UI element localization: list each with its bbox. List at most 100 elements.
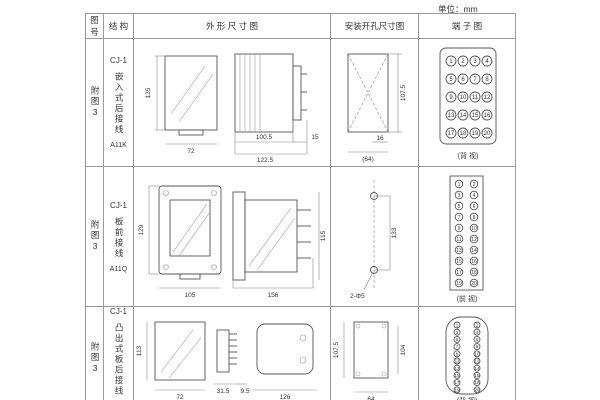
header-outline: 外 形 尺 寸 图 bbox=[133, 13, 331, 39]
dim-label: 133 bbox=[391, 227, 398, 238]
terminal-circle bbox=[469, 201, 478, 210]
structure-label: 凸出式板后接线 bbox=[114, 323, 125, 397]
terminal-number: 17 bbox=[454, 380, 460, 385]
terminal-number: 12 bbox=[483, 95, 490, 101]
terminal-number: 9 bbox=[455, 351, 458, 356]
terminal-number: 6 bbox=[461, 77, 465, 83]
dim-label: 122.5 bbox=[256, 157, 273, 164]
terminal-number: 19 bbox=[456, 280, 462, 286]
unit-label: 单位：mm bbox=[438, 4, 478, 14]
terminal-circle bbox=[457, 73, 468, 84]
fig-cell: 附图3 bbox=[85, 38, 104, 167]
terminal-number: 1 bbox=[455, 322, 458, 327]
dim-label: 16 bbox=[376, 135, 384, 142]
spec-table: 图 号 结 构 外 形 尺 寸 图 安装开孔尺寸图 端 子 图 附图3 CJ-1… bbox=[85, 13, 516, 400]
terminal-number: 16 bbox=[483, 113, 490, 119]
terminal-number: 9 bbox=[449, 95, 453, 101]
dim-label: 9.5 bbox=[240, 388, 249, 395]
terminal-circle bbox=[453, 321, 460, 329]
terminal-number: 2 bbox=[475, 322, 478, 327]
model-label: CJ-1 bbox=[110, 200, 127, 210]
dim-label: 105 bbox=[184, 292, 195, 299]
front-view bbox=[154, 321, 205, 381]
terminal-view-label: (背 视) bbox=[456, 396, 477, 400]
terminal-number: 18 bbox=[474, 380, 480, 385]
dim-label: 31.5 bbox=[216, 388, 229, 395]
connector-view bbox=[216, 329, 237, 373]
terminal-number: 6 bbox=[472, 203, 475, 209]
terminal-number: 20 bbox=[483, 131, 490, 137]
terminal-circle bbox=[469, 179, 478, 188]
fig-label: 附图3 bbox=[90, 342, 101, 376]
dim-label: 107.5 bbox=[333, 341, 340, 358]
terminal-circle bbox=[473, 335, 480, 343]
terminal-circle bbox=[469, 212, 478, 221]
terminal-circle bbox=[469, 234, 478, 243]
dim-label: 113 bbox=[136, 345, 143, 356]
terminal-number: 3 bbox=[473, 59, 477, 65]
code-label: A11K bbox=[110, 142, 127, 149]
mounting-drawing-cell: 107.5 16 (64) bbox=[330, 38, 419, 167]
terminal-circle bbox=[454, 179, 463, 188]
terminal-number: 4 bbox=[485, 59, 489, 65]
dim-label: 15 bbox=[311, 134, 319, 141]
terminal-circle bbox=[469, 267, 478, 276]
terminal-circle bbox=[445, 127, 456, 138]
terminal-circle bbox=[453, 342, 460, 350]
terminal-number: 5 bbox=[449, 77, 453, 83]
dim-label: 64 bbox=[367, 396, 375, 400]
terminal-circle bbox=[469, 55, 480, 66]
terminal-number: 10 bbox=[459, 95, 466, 101]
header-fig-no: 图 号 bbox=[85, 13, 104, 39]
outline-drawing-cell: 113 72 31.5 9.5 bbox=[133, 306, 331, 400]
terminal-number: 3 bbox=[457, 192, 460, 198]
structure-label: 嵌入式后接线 bbox=[114, 72, 125, 135]
dim-label: 107.5 bbox=[400, 84, 407, 101]
terminal-circle bbox=[454, 267, 463, 276]
terminal-number: 7 bbox=[455, 344, 458, 349]
terminal-circle bbox=[445, 109, 456, 120]
terminal-number: 15 bbox=[456, 258, 462, 264]
terminal-circle bbox=[469, 256, 478, 265]
structure-cell: CJ-1 板前接线 A11Q bbox=[103, 166, 134, 307]
dim-label: 104 bbox=[400, 344, 407, 355]
terminal-view-label: (前 视) bbox=[456, 294, 477, 303]
terminal-number: 7 bbox=[473, 77, 477, 83]
terminal-number: 1 bbox=[449, 59, 453, 65]
terminal-circle bbox=[445, 55, 456, 66]
terminal-number: 20 bbox=[471, 280, 477, 286]
outline-drawing-cell: 129 105 15 bbox=[133, 166, 331, 307]
terminal-number: 12 bbox=[474, 358, 480, 363]
table-row: 附图3 CJ-1 凸出式板后接线 A11H 113 bbox=[85, 306, 516, 400]
terminal-circle bbox=[454, 201, 463, 210]
dim-label: 115 bbox=[320, 230, 327, 241]
structure-label: 板前接线 bbox=[114, 216, 125, 259]
terminal-circle bbox=[469, 73, 480, 84]
terminal-number: 10 bbox=[474, 351, 480, 356]
terminal-circle bbox=[457, 91, 468, 102]
terminal-circle bbox=[481, 55, 492, 66]
terminal-circle bbox=[481, 109, 492, 120]
terminal-number: 2 bbox=[461, 59, 465, 65]
terminal-number: 17 bbox=[447, 131, 454, 137]
terminal-number: 19 bbox=[471, 131, 478, 137]
terminal-circle bbox=[469, 223, 478, 232]
outline-drawing: 113 72 31.5 9.5 bbox=[136, 321, 317, 400]
terminal-circle bbox=[457, 109, 468, 120]
side-view bbox=[234, 53, 307, 132]
outline-drawing: 129 105 15 bbox=[138, 185, 327, 299]
terminal-circle bbox=[473, 350, 480, 357]
terminal-number: 14 bbox=[459, 113, 466, 119]
terminal-circle bbox=[453, 350, 460, 357]
dim-label: 100.5 bbox=[255, 134, 272, 141]
dim-label: 135 bbox=[145, 87, 152, 98]
terminal-number: 2 bbox=[472, 181, 475, 187]
terminal-number: 3 bbox=[455, 330, 458, 335]
terminal-circle bbox=[473, 321, 480, 329]
terminal-circle bbox=[457, 55, 468, 66]
terminal-number: 11 bbox=[471, 95, 478, 101]
structure-cell: CJ-1 凸出式板后接线 A11H bbox=[103, 306, 134, 400]
terminal-number: 8 bbox=[475, 344, 478, 349]
model-label: CJ-1 bbox=[110, 56, 127, 65]
